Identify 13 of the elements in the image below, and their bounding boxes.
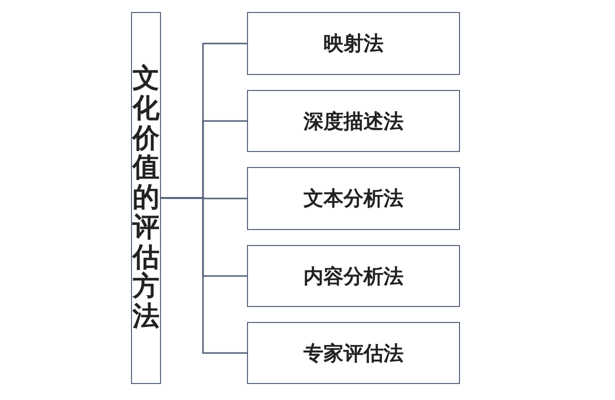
method-box [247,90,460,152]
method-label: 映射法 [324,30,384,57]
method-box [247,245,460,307]
method-label: 文本分析法 [304,185,404,212]
method-box [247,322,460,384]
method-label: 专家评估法 [304,340,404,366]
method-label: 文化价值的评估方法 [132,64,160,332]
method-label: 内容分析法 [304,262,404,290]
method-box [247,12,460,75]
category-box [131,12,161,384]
connector-line [161,197,247,354]
method-label: 深度描述法 [304,108,404,134]
method-box [247,167,460,230]
